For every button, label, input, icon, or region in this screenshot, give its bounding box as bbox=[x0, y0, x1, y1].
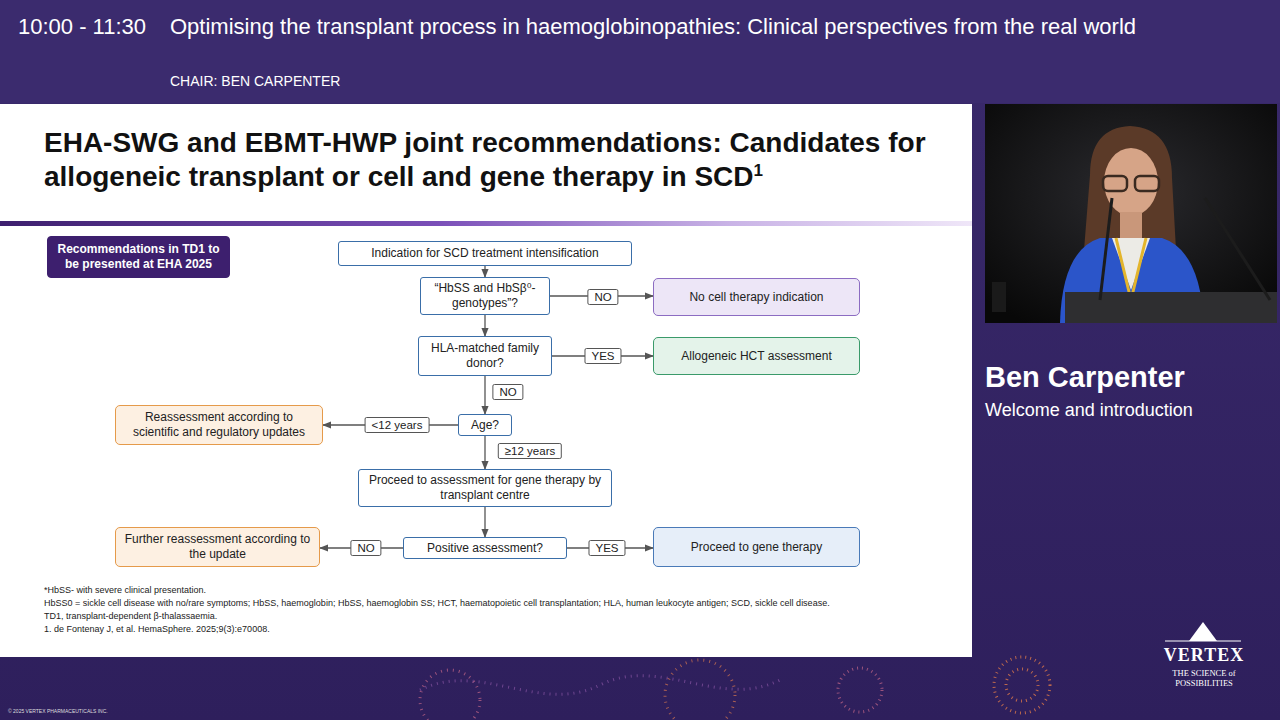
copyright: © 2025 VERTEX PHARMACEUTICALS INC. bbox=[8, 708, 208, 714]
speaker-video bbox=[985, 104, 1277, 323]
node-text: “HbSS and HbSβ⁰-genotypes”? bbox=[427, 281, 543, 310]
logo-tagline: THE SCIENCE of POSSIBILITIES bbox=[1160, 668, 1248, 688]
start-box: Indication for SCD treatment intensifica… bbox=[338, 241, 632, 266]
stage-object bbox=[992, 282, 1006, 312]
decoration bbox=[994, 657, 1050, 713]
node-text: Indication for SCD treatment intensifica… bbox=[371, 246, 598, 261]
header-band bbox=[0, 0, 1280, 103]
decision-box: “HbSS and HbSβ⁰-genotypes”? bbox=[420, 277, 550, 315]
node-text: Further reassessment according to the up… bbox=[122, 532, 313, 561]
speaker-hair bbox=[1084, 126, 1176, 250]
decoration bbox=[420, 676, 780, 695]
node-text: Reassessment according to scientific and… bbox=[122, 410, 316, 439]
decision-box: Age? bbox=[458, 414, 512, 436]
connector-arrow bbox=[484, 315, 485, 336]
logo-line bbox=[1165, 641, 1241, 642]
node-text: No cell therapy indication bbox=[689, 290, 823, 305]
session-title: Optimising the transplant process in hae… bbox=[170, 14, 1215, 41]
node-text: Age? bbox=[471, 418, 499, 433]
podium bbox=[1065, 292, 1277, 323]
edge-label: YES bbox=[588, 540, 625, 556]
footnote-reference: 1 bbox=[754, 160, 763, 179]
session-time: 10:00 - 11:30 bbox=[18, 14, 168, 40]
node-text: Positive assessment? bbox=[427, 541, 543, 556]
connector-arrow bbox=[484, 436, 485, 469]
speaker-glasses bbox=[1135, 176, 1159, 191]
microphone bbox=[1100, 198, 1112, 300]
footnote: TD1, transplant-dependent β-thalassaemia… bbox=[44, 611, 954, 622]
session-chair: CHAIR: BEN CARPENTER bbox=[170, 73, 570, 90]
logo-mark bbox=[1189, 622, 1217, 641]
speaker-neck bbox=[1120, 212, 1142, 238]
edge-label: NO bbox=[587, 289, 618, 305]
speaker-name: Ben Carpenter bbox=[985, 360, 1275, 395]
edge-label: NO bbox=[350, 540, 381, 556]
slide-title: EHA-SWG and EBMT-HWP joint recommendatio… bbox=[44, 127, 926, 192]
node-text: Allogeneic HCT assessment bbox=[681, 349, 832, 364]
footnote: *HbSS- with severe clinical presentation… bbox=[44, 585, 954, 596]
node-text: Proceed to assessment for gene therapy b… bbox=[365, 473, 605, 502]
edge-label: NO bbox=[492, 384, 523, 400]
connector-arrow bbox=[484, 507, 485, 537]
outcome-box: Proceed to gene therapy bbox=[653, 527, 860, 567]
slide-area bbox=[0, 104, 972, 657]
speaker-lanyard bbox=[1116, 238, 1146, 300]
node-text: HLA-matched family donor? bbox=[425, 341, 545, 370]
outcome-box: Further reassessment according to the up… bbox=[115, 527, 320, 567]
edge-label: ≥12 years bbox=[498, 443, 562, 459]
decision-box: Positive assessment? bbox=[403, 537, 567, 559]
connector-arrow bbox=[484, 376, 485, 414]
outcome-box: Allogeneic HCT assessment bbox=[653, 337, 860, 375]
decoration bbox=[665, 660, 735, 720]
slide-title-block: EHA-SWG and EBMT-HWP joint recommendatio… bbox=[44, 126, 934, 193]
speaker-glasses bbox=[1103, 176, 1127, 191]
title-divider bbox=[0, 221, 972, 226]
node-text: Recommendations in TD1 to be presented a… bbox=[54, 242, 223, 271]
outcome-box: Reassessment according to scientific and… bbox=[115, 405, 323, 445]
microphone bbox=[1205, 198, 1270, 300]
note-box: Recommendations in TD1 to be presented a… bbox=[47, 236, 230, 278]
edge-label: YES bbox=[584, 348, 621, 364]
decision-box: HLA-matched family donor? bbox=[418, 336, 552, 376]
reference: 1. de Fontenay J, et al. HemaSphere. 202… bbox=[44, 624, 954, 635]
outcome-box: No cell therapy indication bbox=[653, 278, 860, 316]
footnote: HbSS0 = sickle cell disease with no/rare… bbox=[44, 598, 954, 609]
decoration bbox=[420, 670, 480, 720]
talk-title: Welcome and introduction bbox=[985, 400, 1275, 422]
decoration bbox=[838, 668, 882, 712]
node-text: Proceed to gene therapy bbox=[691, 540, 822, 555]
process-box: Proceed to assessment for gene therapy b… bbox=[358, 469, 612, 507]
logo-wordmark: VERTEX bbox=[1163, 645, 1245, 667]
edge-label: <12 years bbox=[365, 417, 430, 433]
connector-arrow bbox=[484, 266, 485, 277]
decoration bbox=[1006, 669, 1038, 701]
